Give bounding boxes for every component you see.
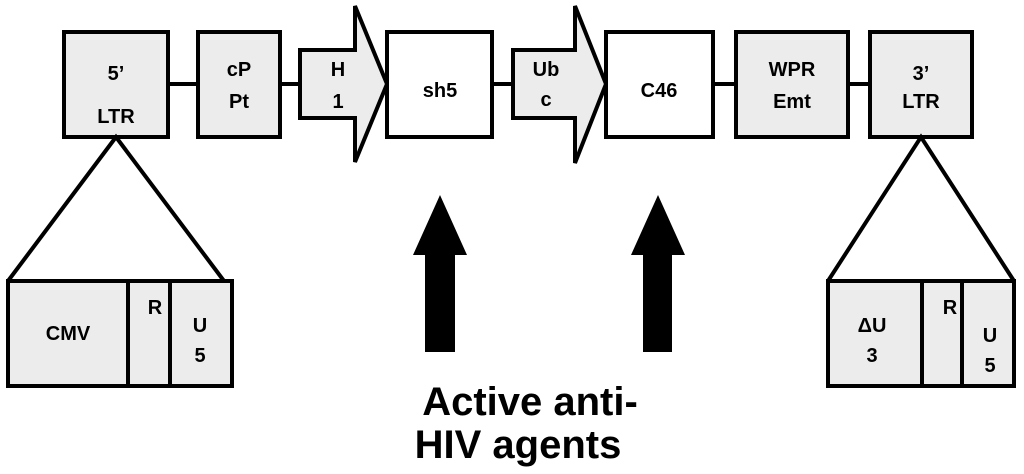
wpre-label-line1: WPR xyxy=(769,59,816,81)
h1-promoter: H 1 xyxy=(298,5,390,163)
c46-element: C46 xyxy=(604,30,715,139)
ltr5-box xyxy=(62,30,170,139)
ltr3-zoom-lines xyxy=(826,133,1016,283)
h1-label-line2: 1 xyxy=(332,91,343,113)
wpre-element: WPR Emt xyxy=(734,30,850,139)
ubc-label-line1: Ub xyxy=(533,59,560,81)
sh5-element: sh5 xyxy=(385,30,494,139)
ltr3-r-label: R xyxy=(943,297,958,319)
cppt-element: cP Pt xyxy=(196,30,282,139)
c46-box xyxy=(604,30,715,139)
ltr3-label-line1: 3’ xyxy=(913,63,930,85)
ubc-arrow-shape xyxy=(511,5,609,164)
ltr3-box xyxy=(868,30,974,139)
ltr5-u5-label-line1: U xyxy=(193,315,207,337)
cppt-label-line1: cP xyxy=(227,59,251,81)
c46-label: C46 xyxy=(641,80,678,102)
ltr5-detail: CMV R U 5 xyxy=(6,133,234,388)
ubc-promoter: Ub c xyxy=(511,5,609,164)
ltr5-zoom-lines xyxy=(6,133,226,283)
caption-line2: HIV agents xyxy=(415,423,622,467)
c46-pointer-arrow-icon xyxy=(631,195,685,352)
cppt-label-line2: Pt xyxy=(229,91,249,113)
sh5-box xyxy=(385,30,494,139)
ltr5-detail-box xyxy=(6,279,234,388)
cppt-box xyxy=(196,30,282,139)
ltr3-u5-label-line1: U xyxy=(983,325,997,347)
ltr3-detail: ΔU 3 R U 5 xyxy=(826,133,1016,388)
cmv-label: CMV xyxy=(46,323,91,345)
ltr3-element: 3’ LTR xyxy=(868,30,974,139)
h1-label-line1: H xyxy=(331,59,345,81)
du3-label-line2: 3 xyxy=(866,345,877,367)
h1-arrow-shape xyxy=(298,5,390,163)
sh5-pointer-arrow-icon xyxy=(413,195,467,352)
ltr3-label-line2: LTR xyxy=(902,91,940,113)
ltr5-label-line1: 5’ xyxy=(108,63,125,85)
wpre-label-line2: Emt xyxy=(773,91,811,113)
wpre-box xyxy=(734,30,850,139)
ltr5-label-line2: LTR xyxy=(97,106,135,128)
ltr3-u5-label-line2: 5 xyxy=(984,355,995,377)
du3-label-line1: ΔU xyxy=(858,315,887,337)
ltr5-u5-label-line2: 5 xyxy=(194,345,205,367)
sh5-label: sh5 xyxy=(423,80,457,102)
ltr5-r-label: R xyxy=(148,297,163,319)
ubc-label-line2: c xyxy=(540,89,551,111)
ltr5-element: 5’ LTR xyxy=(62,30,170,139)
caption-line1: Active anti- xyxy=(422,380,638,424)
